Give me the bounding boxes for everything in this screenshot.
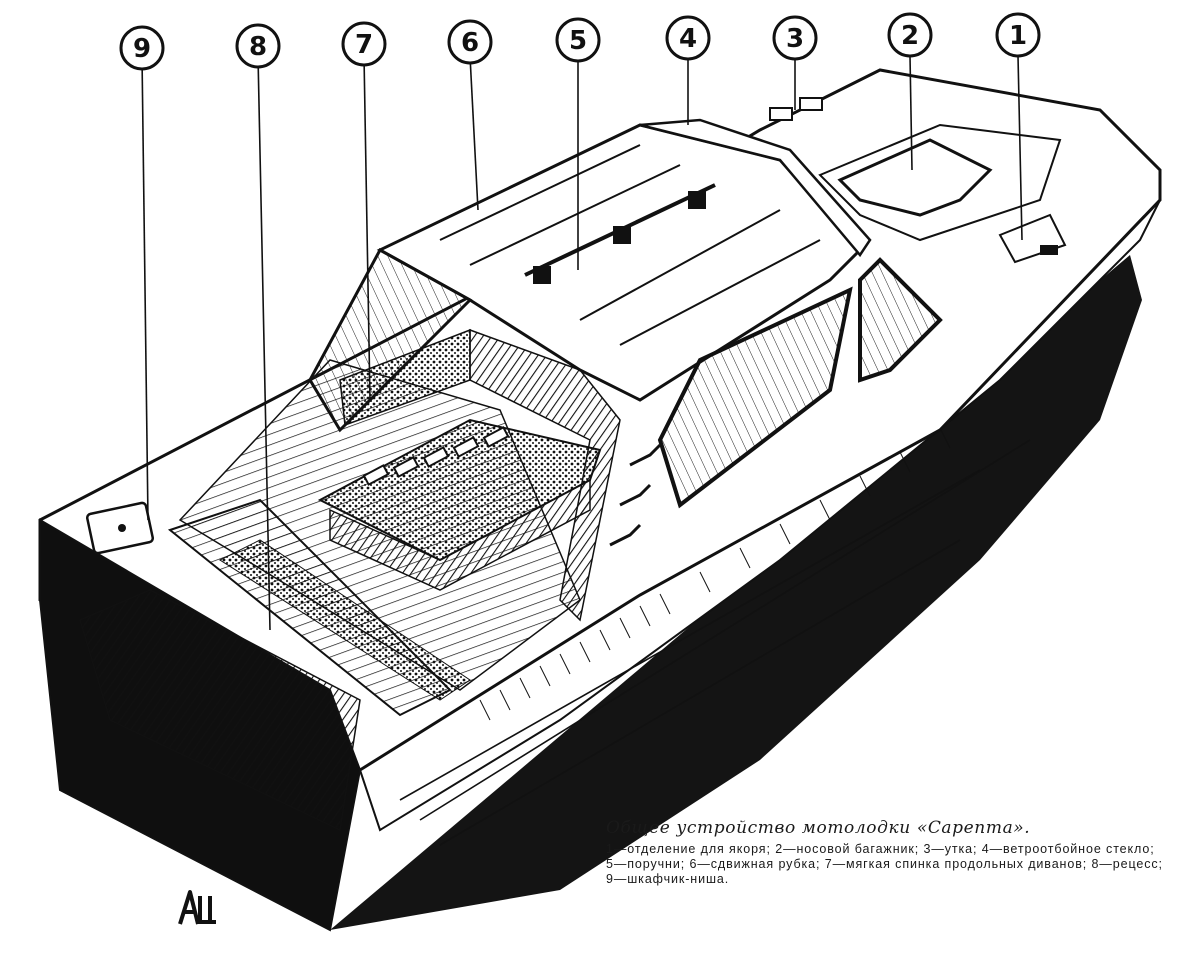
svg-text:7: 7 <box>355 30 373 60</box>
callout-3: 3 <box>772 15 818 61</box>
roof-grooves <box>439 144 821 346</box>
bow-locker-frame <box>818 123 1062 242</box>
cabin-bulkhead <box>469 328 621 622</box>
callout-4: 4 <box>665 15 711 61</box>
windscreen <box>639 118 872 258</box>
spray-rails <box>399 439 1031 846</box>
caption-legend: 1—отделение для якоря; 2—носовой багажни… <box>606 842 1163 886</box>
svg-text:2: 2 <box>901 21 919 51</box>
cabin-side-window <box>657 286 853 509</box>
bow-locker-hatch <box>837 138 993 217</box>
figure-caption: Общее устройство мотолодки «Сарепта». 1—… <box>606 818 1166 887</box>
callout-7: 7 <box>341 21 387 67</box>
bench-slats <box>362 426 510 486</box>
callout-8: 8 <box>235 23 281 69</box>
deck-cleat <box>769 97 823 121</box>
transom-step <box>79 589 361 832</box>
caption-title: Общее устройство мотолодки «Сарепта». <box>606 818 1031 838</box>
locker-niche-knob <box>118 524 126 532</box>
svg-text:1: 1 <box>1009 21 1027 51</box>
svg-text:9: 9 <box>133 34 151 64</box>
cabin-opening <box>308 247 473 433</box>
callout-5: 5 <box>555 17 601 63</box>
callout-1: 1 <box>995 12 1041 58</box>
handrail <box>524 183 716 284</box>
svg-text:5: 5 <box>569 26 587 56</box>
side-cushion <box>218 539 471 701</box>
callout-6: 6 <box>447 19 493 65</box>
svg-text:3: 3 <box>786 24 804 54</box>
callout-9: 9 <box>119 25 165 71</box>
artist-signature <box>178 890 216 925</box>
svg-text:4: 4 <box>679 24 697 54</box>
cabin-front-window <box>858 257 943 383</box>
hull-shading <box>479 427 951 721</box>
cabin-vents <box>609 443 662 547</box>
svg-text:8: 8 <box>249 32 267 62</box>
callout-2: 2 <box>887 12 933 58</box>
leader-lines <box>141 55 1023 631</box>
svg-text:6: 6 <box>461 28 479 58</box>
bow-cleat <box>1040 245 1058 255</box>
